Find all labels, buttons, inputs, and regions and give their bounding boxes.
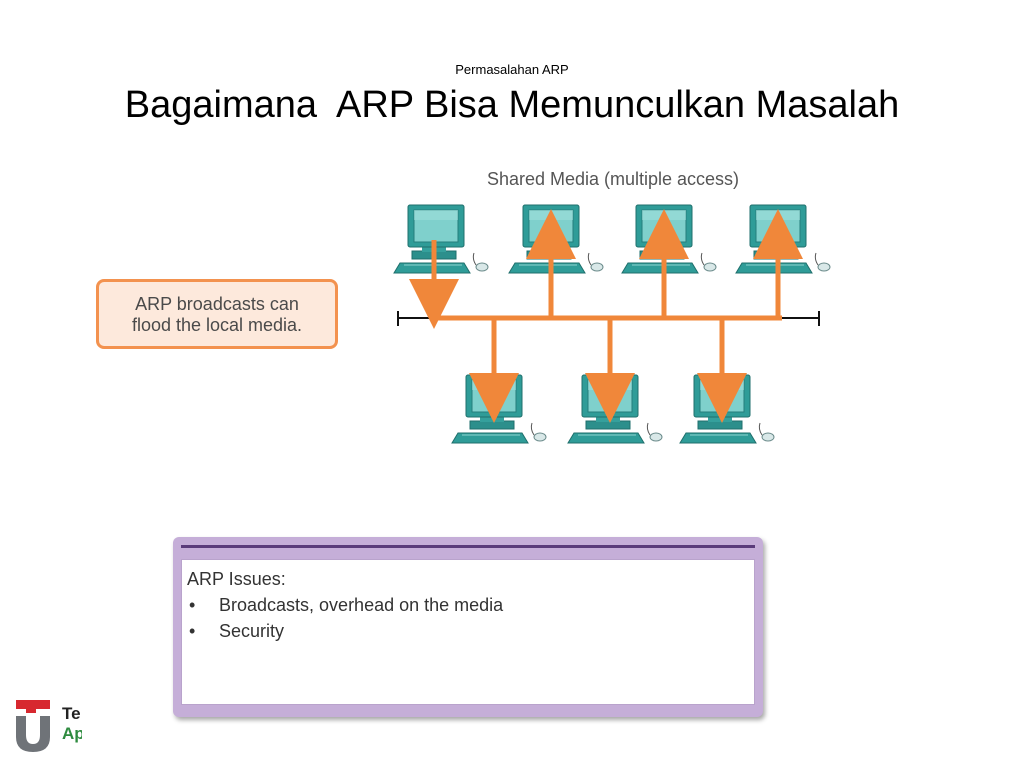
host-bottom-2 — [567, 374, 663, 444]
host-top-3 — [621, 204, 717, 274]
list-item: Broadcasts, overhead on the media — [187, 592, 754, 618]
logo-wordmark: Te Ap — [62, 704, 82, 744]
callout-line-2: flood the local media. — [131, 315, 303, 335]
logo-line-1: Te — [62, 704, 81, 723]
university-logo-icon — [16, 700, 50, 752]
host-bottom-3 — [679, 374, 775, 444]
arp-broadcast-callout: ARP broadcasts can flood the local media… — [96, 279, 338, 349]
broadcast-arrows — [409, 209, 803, 423]
host-top-2 — [508, 204, 604, 274]
slide-subtitle: Permasalahan ARP — [455, 62, 569, 77]
diagram-caption: Shared Media (multiple access) — [487, 169, 739, 189]
host-top-1 — [393, 204, 489, 274]
panel-top-divider — [181, 545, 755, 548]
arp-issues-panel: ARP Issues: Broadcasts, overhead on the … — [173, 537, 763, 717]
callout-line-1: ARP broadcasts can — [135, 294, 299, 314]
arp-issues-list: Broadcasts, overhead on the media Securi… — [187, 592, 754, 644]
host-bottom-1 — [451, 374, 547, 444]
arp-issues-content: ARP Issues: Broadcasts, overhead on the … — [181, 559, 755, 705]
host-top-4 — [735, 204, 831, 274]
list-item: Security — [187, 618, 754, 644]
arp-issues-heading: ARP Issues: — [187, 569, 286, 589]
slide-title: Bagaimana ARP Bisa Memunculkan Masalah — [124, 84, 900, 126]
logo-line-2: Ap — [62, 724, 82, 743]
